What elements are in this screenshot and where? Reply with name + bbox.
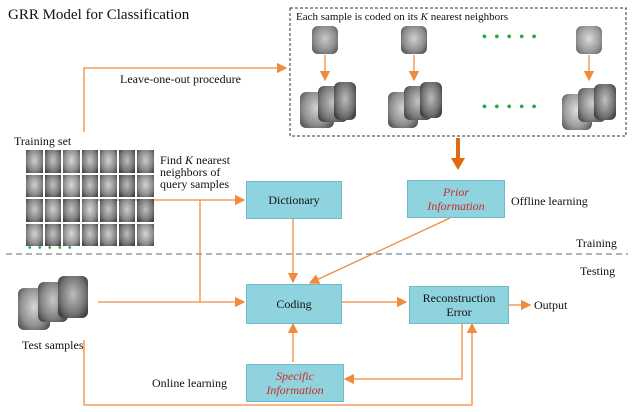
face-thumb bbox=[63, 223, 80, 246]
testing-label: Testing bbox=[580, 264, 616, 278]
find-k-pre: Find bbox=[160, 153, 186, 167]
face-thumb bbox=[81, 223, 99, 246]
face-thumb bbox=[118, 174, 136, 197]
reconstruction-error-box: Reconstruction Error bbox=[409, 286, 509, 324]
recon-to-specific-arrow bbox=[343, 322, 463, 385]
prior-information-box: Prior Information bbox=[407, 180, 505, 218]
face-thumb bbox=[44, 150, 62, 173]
offline-learning-label: Offline learning bbox=[511, 194, 588, 208]
face-thumb bbox=[44, 199, 62, 222]
face-thumb bbox=[81, 174, 99, 197]
prior-thick-arrowhead bbox=[451, 158, 465, 170]
face-thumb bbox=[26, 174, 43, 197]
coding-box: Coding bbox=[246, 284, 342, 324]
test-loop-arrow bbox=[83, 322, 478, 406]
face-thumb bbox=[63, 150, 80, 173]
coded-header-k: K bbox=[420, 11, 428, 23]
ellipsis-top: • • • • • bbox=[482, 30, 539, 45]
face-thumb bbox=[81, 150, 99, 173]
test-face bbox=[58, 276, 88, 318]
find-k-line2: neighbors of bbox=[160, 165, 221, 179]
face-stack bbox=[420, 82, 442, 118]
face-thumb bbox=[576, 26, 602, 54]
output-label: Output bbox=[534, 298, 568, 312]
face-thumb bbox=[100, 199, 117, 222]
face-thumb bbox=[26, 150, 43, 173]
specific-information-box: Specific Information bbox=[246, 364, 344, 402]
training-set-label: Training set bbox=[14, 134, 72, 148]
face-thumb bbox=[63, 174, 80, 197]
face-thumb bbox=[81, 199, 99, 222]
training-set-grid bbox=[26, 150, 154, 246]
specific-line1: Specific bbox=[276, 369, 314, 383]
test-samples-label: Test samples bbox=[22, 338, 84, 352]
face-thumb bbox=[137, 174, 154, 197]
face-thumb bbox=[118, 150, 136, 173]
face-thumb bbox=[312, 26, 338, 54]
training-label: Training bbox=[576, 236, 617, 250]
find-k-line3: query samples bbox=[160, 177, 229, 191]
neighbors-dashed-frame bbox=[289, 7, 627, 137]
face-stack bbox=[334, 82, 356, 120]
find-k-post: nearest bbox=[193, 153, 231, 167]
prior-line1: Prior bbox=[442, 185, 469, 199]
face-thumb bbox=[137, 199, 154, 222]
face-thumb bbox=[100, 174, 117, 197]
coding-label: Coding bbox=[276, 297, 312, 311]
online-learning-label: Online learning bbox=[152, 376, 227, 390]
prior-line2: Information bbox=[427, 199, 485, 213]
find-k-k: K bbox=[185, 153, 194, 167]
coded-header: Each sample is coded on its K nearest ne… bbox=[296, 10, 508, 24]
face-stack bbox=[594, 84, 616, 120]
coded-header-post: nearest neighbors bbox=[427, 11, 509, 23]
prior-to-coding-arrow bbox=[308, 217, 451, 284]
leave-one-out-arrow bbox=[83, 62, 288, 132]
leave-one-out-label: Leave-one-out procedure bbox=[120, 72, 241, 86]
specific-line2: Information bbox=[266, 383, 324, 397]
face-thumb bbox=[100, 223, 117, 246]
face-thumb bbox=[137, 223, 154, 246]
dictionary-label: Dictionary bbox=[268, 193, 320, 207]
diagram-title: GRR Model for Classification bbox=[8, 7, 190, 23]
face-thumb bbox=[118, 223, 136, 246]
find-k-line1: Find K nearest bbox=[160, 154, 230, 166]
recon-line2: Error bbox=[446, 305, 472, 319]
face-thumb bbox=[63, 199, 80, 222]
face-thumb bbox=[26, 223, 43, 246]
face-thumb bbox=[118, 199, 136, 222]
face-thumb bbox=[26, 199, 43, 222]
find-k-label: Find K nearest neighbors of query sample… bbox=[160, 154, 230, 190]
face-thumb bbox=[100, 150, 117, 173]
dictionary-box: Dictionary bbox=[246, 181, 342, 219]
ellipsis-bottom: • • • • • bbox=[482, 100, 539, 115]
face-thumb bbox=[44, 223, 62, 246]
recon-line1: Reconstruction bbox=[422, 291, 496, 305]
face-thumb bbox=[401, 26, 427, 54]
ellipsis-training: • • • • • bbox=[28, 243, 74, 254]
coded-header-pre: Each sample is coded on its bbox=[296, 11, 421, 23]
face-thumb bbox=[44, 174, 62, 197]
face-thumb bbox=[137, 150, 154, 173]
